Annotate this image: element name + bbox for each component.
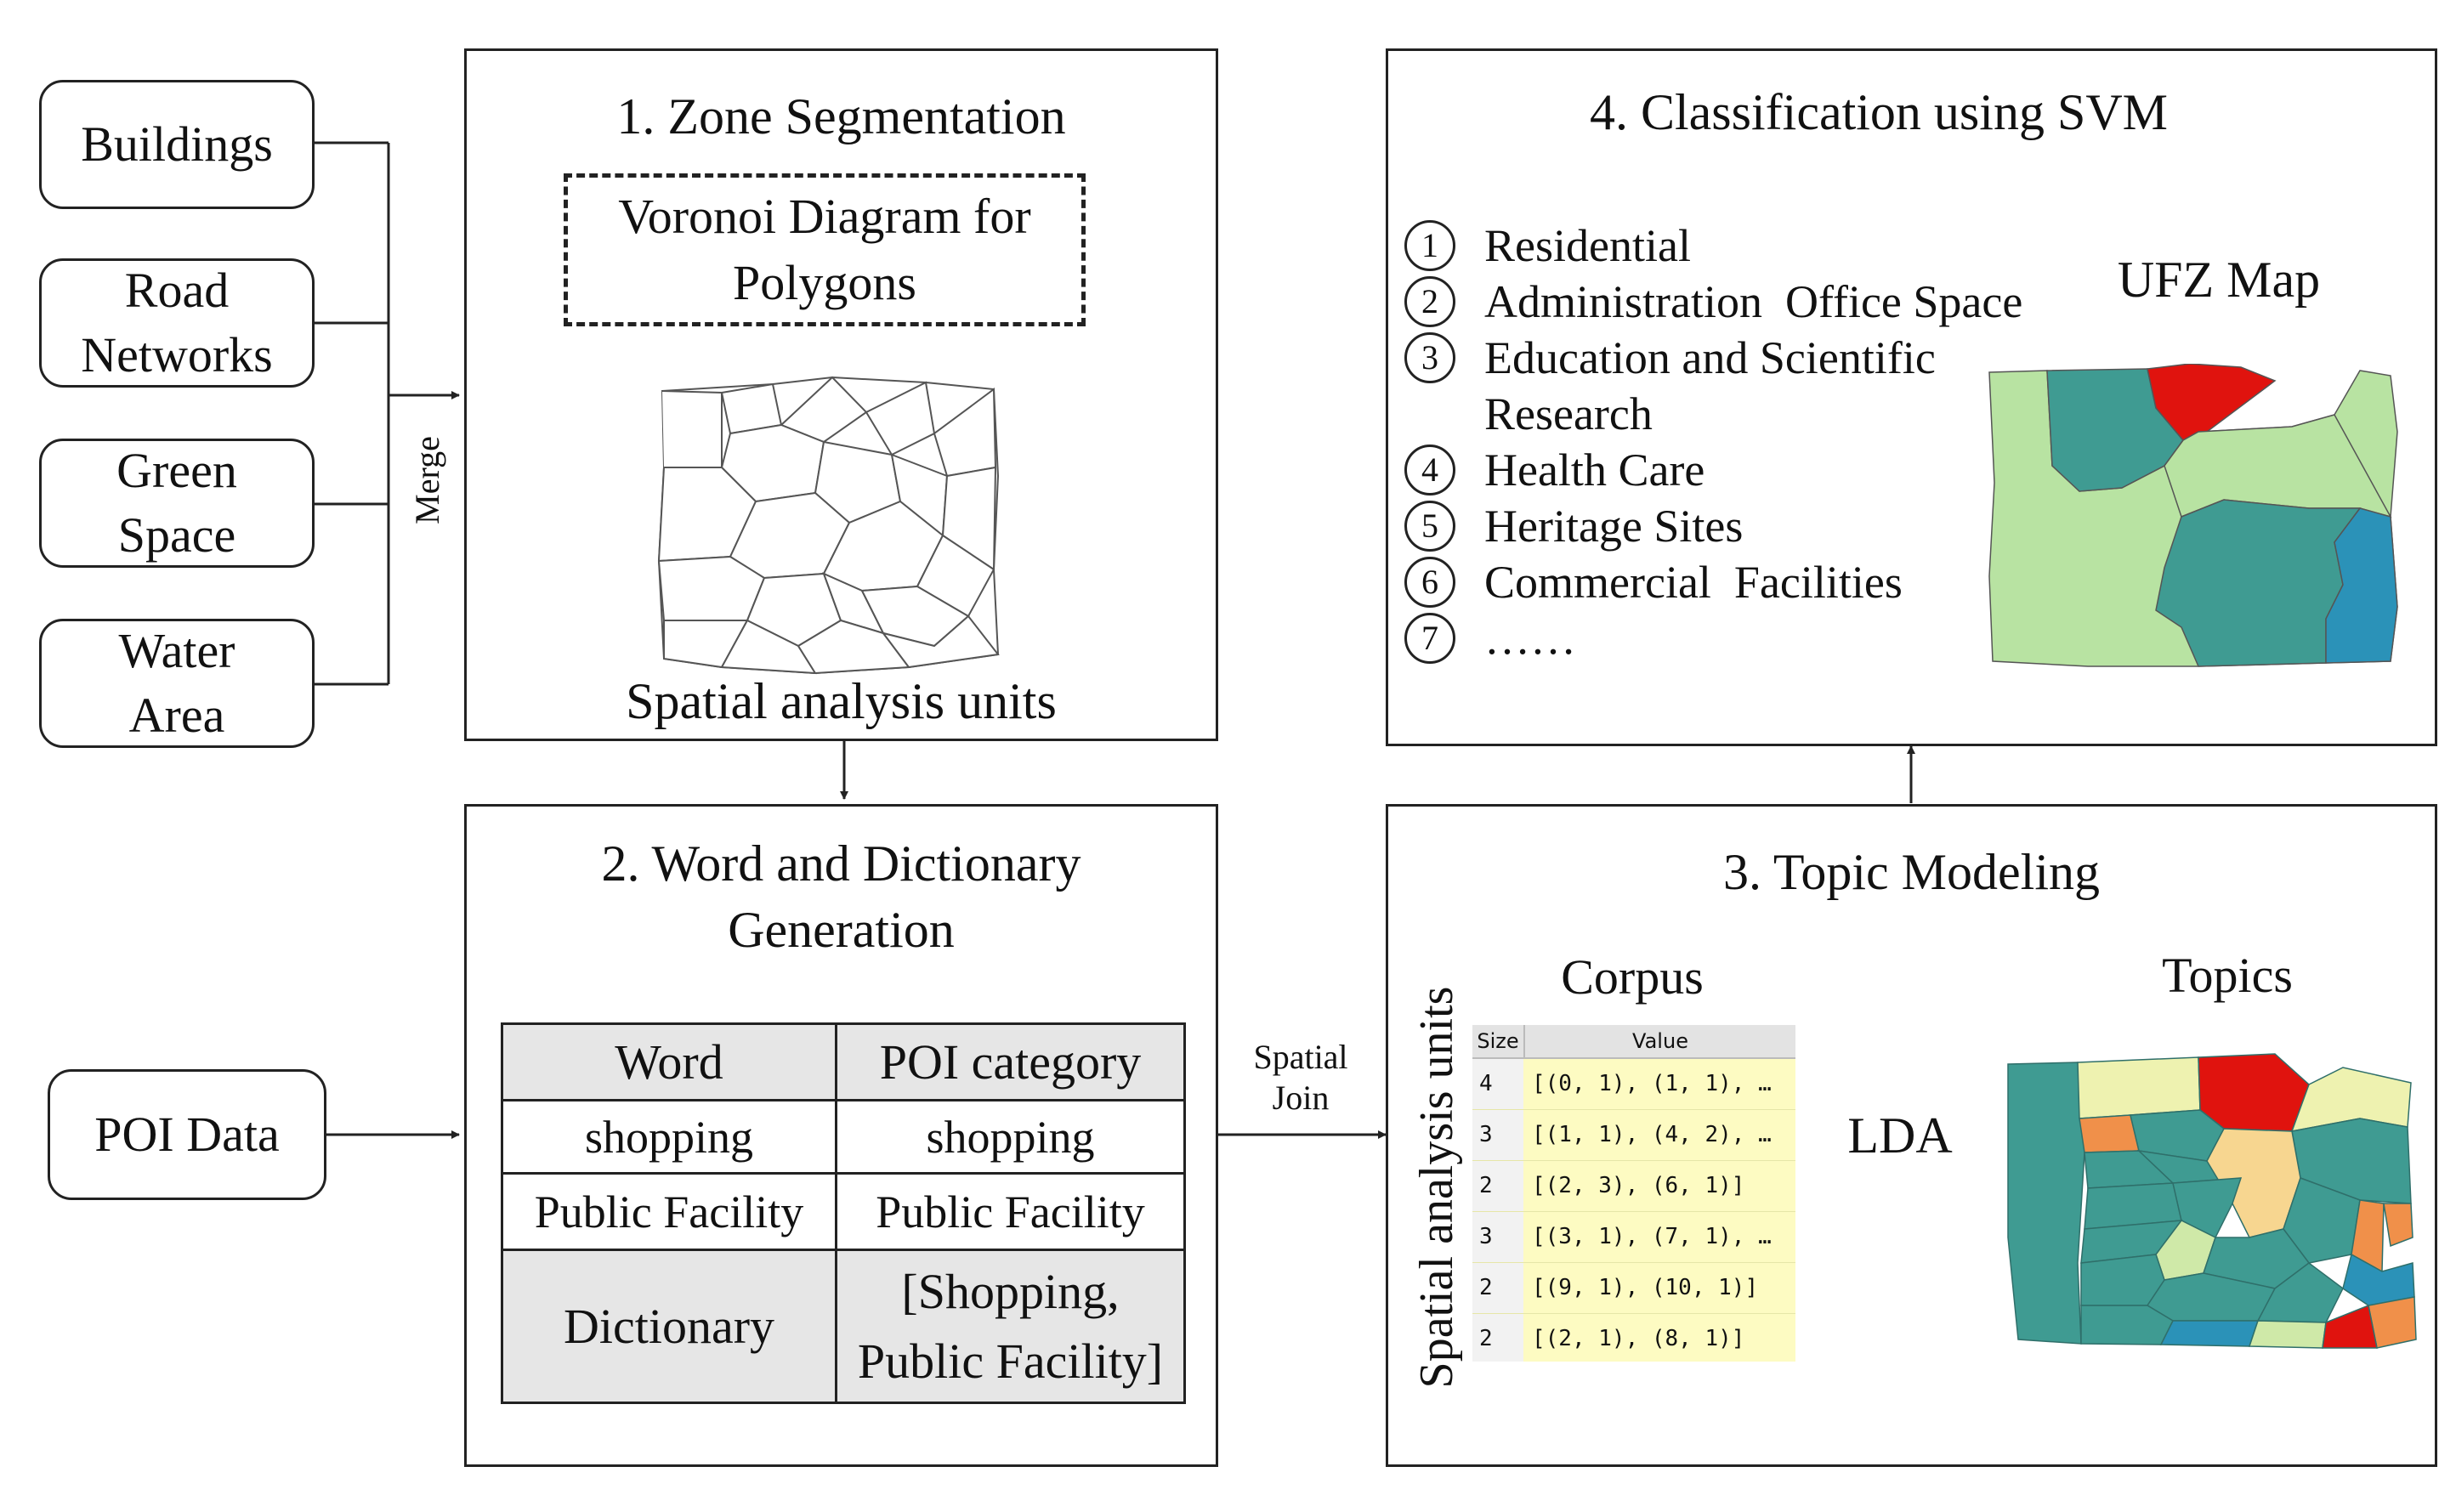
ufz-map-label: UFZ Map xyxy=(2117,252,2321,308)
table-row: 2[(2, 3), (6, 1)] xyxy=(1472,1161,1795,1212)
corpus-size-cell: 2 xyxy=(1472,1263,1523,1313)
step4-title: 4. Classification using SVM xyxy=(1589,84,2168,140)
table-row: shopping shopping xyxy=(501,1099,1186,1175)
buildings-input-box: Buildings xyxy=(39,80,315,209)
list-item: 3 Education and Scientific xyxy=(1404,330,2022,386)
list-item: 6 Commercial Facilities xyxy=(1404,554,2022,610)
corpus-header-value: Value xyxy=(1632,1029,1688,1053)
list-item: 1 Residential xyxy=(1404,218,2022,274)
dictionary-value: [Shopping, Public Facility] xyxy=(835,1249,1186,1404)
class-label: Research xyxy=(1484,388,1653,439)
corpus-size-cell: 3 xyxy=(1472,1110,1523,1160)
row2-word: Public Facility xyxy=(501,1172,837,1251)
corpus-value-cell: [(9, 1), (10, 1)] xyxy=(1523,1263,1795,1313)
table-row: 3[(1, 1), (4, 2), … xyxy=(1472,1110,1795,1161)
corpus-size-cell: 2 xyxy=(1472,1314,1523,1362)
list-item: 7 …… xyxy=(1404,610,2022,666)
class-label: Education and Scientific xyxy=(1484,332,1936,383)
step2-title-line1: 2. Word and Dictionary xyxy=(601,835,1081,892)
table-row: 4[(0, 1), (1, 1), … xyxy=(1472,1059,1795,1110)
corpus-size-cell: 3 xyxy=(1472,1212,1523,1262)
water-area-label-line2: Area xyxy=(128,688,225,743)
table-row: Public Facility Public Facility xyxy=(501,1172,1186,1251)
spatial-join-label: Spatial Join xyxy=(1224,1037,1377,1118)
header-word: Word xyxy=(501,1022,837,1101)
class-label: Residential xyxy=(1484,220,1691,271)
water-area-label-line1: Water xyxy=(118,623,235,678)
row2-category: Public Facility xyxy=(835,1172,1186,1251)
corpus-size-cell: 4 xyxy=(1472,1059,1523,1109)
step1-title: 1. Zone Segmentation xyxy=(616,88,1066,144)
voronoi-label-line1: Voronoi Diagram for xyxy=(618,189,1031,244)
list-item: 5 Heritage Sites xyxy=(1404,498,2022,554)
row1-category: shopping xyxy=(835,1099,1186,1175)
corpus-header-size: Size xyxy=(1472,1025,1525,1057)
green-space-input-box: Green Space xyxy=(39,439,315,568)
list-item: 4 Health Care xyxy=(1404,442,2022,498)
topics-map xyxy=(2007,1053,2417,1349)
spatial-analysis-units-side-label: Spatial analysis units xyxy=(1410,986,1463,1389)
voronoi-polygons-image xyxy=(657,376,1000,675)
road-networks-label-line1: Road xyxy=(124,263,230,318)
dictionary-label: Dictionary xyxy=(501,1249,837,1404)
spatial-analysis-units-caption: Spatial analysis units xyxy=(626,673,1057,729)
ufz-map xyxy=(1988,364,2398,667)
corpus-value-cell: [(2, 1), (8, 1)] xyxy=(1523,1314,1795,1362)
road-networks-label-line2: Networks xyxy=(81,327,273,382)
green-space-label-line2: Space xyxy=(117,507,236,563)
dictionary-value-line1: [Shopping, xyxy=(901,1263,1120,1319)
step2-title-line2: Generation xyxy=(728,902,955,958)
poi-data-label: POI Data xyxy=(94,1107,280,1162)
class-label: …… xyxy=(1484,613,1576,664)
corpus-value-cell: [(1, 1), (4, 2), … xyxy=(1523,1110,1795,1160)
poi-data-input-box: POI Data xyxy=(48,1069,326,1200)
corpus-header-row: Size Value xyxy=(1472,1025,1795,1059)
class-label: Health Care xyxy=(1484,445,1705,496)
class-number: 1 xyxy=(1404,220,1455,271)
water-area-input-box: Water Area xyxy=(39,619,315,748)
spatial-join-line2: Join xyxy=(1272,1079,1330,1117)
corpus-value-cell: [(2, 3), (6, 1)] xyxy=(1523,1161,1795,1211)
lda-label: LDA xyxy=(1847,1107,1953,1164)
class-number: 5 xyxy=(1404,501,1455,552)
corpus-size-cell: 2 xyxy=(1472,1161,1523,1211)
dictionary-row: Dictionary [Shopping, Public Facility] xyxy=(501,1249,1186,1404)
table-row: 2[(2, 1), (8, 1)] xyxy=(1472,1314,1795,1362)
class-number: 2 xyxy=(1404,276,1455,327)
header-poi-category: POI category xyxy=(835,1022,1186,1101)
buildings-label: Buildings xyxy=(81,116,273,172)
step2-word-dictionary-panel: 2. Word and Dictionary Generation Word P… xyxy=(464,804,1218,1467)
list-item: 2 Administration Office Space xyxy=(1404,274,2022,330)
table-header-row: Word POI category xyxy=(501,1022,1186,1101)
topics-label: Topics xyxy=(2162,948,2293,1003)
class-number: 7 xyxy=(1404,613,1455,664)
list-item: Research xyxy=(1404,386,2022,442)
corpus-value-cell: [(0, 1), (1, 1), … xyxy=(1523,1059,1795,1109)
class-number: 3 xyxy=(1404,332,1455,383)
word-dictionary-table: Word POI category shopping shopping Publ… xyxy=(501,1022,1186,1404)
corpus-value-cell: [(3, 1), (7, 1), … xyxy=(1523,1212,1795,1262)
dictionary-value-line2: Public Facility] xyxy=(857,1333,1164,1389)
spatial-join-line1: Spatial xyxy=(1253,1038,1348,1076)
class-number: 4 xyxy=(1404,445,1455,496)
table-row: 3[(3, 1), (7, 1), … xyxy=(1472,1212,1795,1263)
voronoi-label-line2: Polygons xyxy=(733,255,916,310)
class-label: Commercial Facilities xyxy=(1484,557,1903,608)
class-list: 1 Residential 2 Administration Office Spac… xyxy=(1404,218,2022,666)
step1-zone-segmentation-panel: 1. Zone Segmentation Voronoi Diagram for… xyxy=(464,48,1218,741)
row1-word: shopping xyxy=(501,1099,837,1175)
green-space-label-line1: Green xyxy=(116,443,237,498)
merge-label: Merge xyxy=(408,436,446,524)
class-label: Heritage Sites xyxy=(1484,501,1744,552)
road-networks-input-box: Road Networks xyxy=(39,258,315,388)
class-label: Administration Office Space xyxy=(1484,276,2023,327)
corpus-table: Size Value 4[(0, 1), (1, 1), … 3[(1, 1),… xyxy=(1472,1025,1795,1362)
voronoi-diagram-box: Voronoi Diagram for Polygons xyxy=(564,173,1086,326)
step3-title: 3. Topic Modeling xyxy=(1723,844,2100,900)
class-number: 6 xyxy=(1404,557,1455,608)
corpus-label: Corpus xyxy=(1561,949,1704,1005)
table-row: 2[(9, 1), (10, 1)] xyxy=(1472,1263,1795,1314)
